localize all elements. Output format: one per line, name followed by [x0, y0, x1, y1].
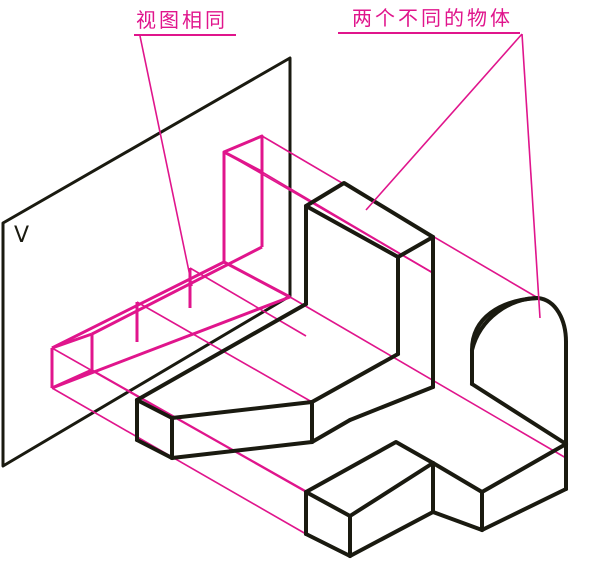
- projected-view-on-plane: [50, 134, 291, 390]
- leader-lines: [139, 33, 541, 319]
- label-same-view: 视图相同: [136, 8, 228, 32]
- label-two-objects-underline: [338, 32, 520, 34]
- label-same-view-underline: [134, 34, 236, 36]
- plane-label-v: V: [14, 223, 30, 248]
- label-two-objects: 两个不同的物体: [352, 6, 513, 30]
- object-outlines: [135, 181, 568, 558]
- projection-lines: [51, 135, 567, 535]
